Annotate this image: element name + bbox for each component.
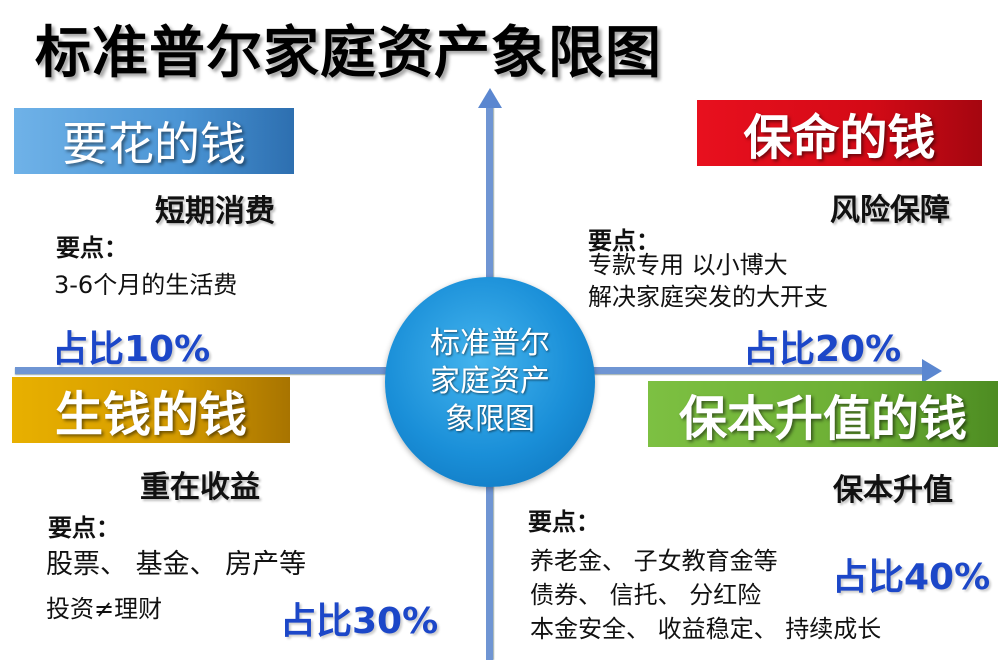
share-30: 占比30% bbox=[280, 601, 439, 642]
subtitle-risk: 风险保障 bbox=[830, 193, 950, 228]
point-text: 3-6个月的生活费 bbox=[54, 271, 238, 299]
key-points-label: 要点： bbox=[588, 227, 660, 255]
point-text: 股票、 基金、 房产等 bbox=[46, 549, 307, 580]
banner-spending-money: 要花的钱 bbox=[14, 108, 294, 174]
key-points-label: 要点： bbox=[56, 234, 128, 262]
center-line-1: 标准普尔 bbox=[430, 326, 550, 361]
banner-protection-money: 保命的钱 bbox=[697, 100, 982, 166]
subtitle-short-term: 短期消费 bbox=[155, 194, 275, 229]
point-text: 本金安全、 收益稳定、 持续成长 bbox=[530, 615, 882, 643]
banner-growth-money: 生钱的钱 bbox=[12, 377, 290, 443]
subtitle-returns: 重在收益 bbox=[140, 470, 260, 505]
subtitle-preservation: 保本升值 bbox=[833, 473, 953, 508]
share-10: 占比10% bbox=[52, 329, 211, 370]
page-title: 标准普尔家庭资产象限图 bbox=[35, 21, 662, 86]
center-line-3: 象限图 bbox=[445, 402, 535, 437]
arrow-up-icon bbox=[478, 88, 502, 108]
point-text: 债券、 信托、 分红险 bbox=[530, 581, 762, 609]
share-40: 占比40% bbox=[832, 557, 991, 598]
point-text: 专款专用 以小博大 bbox=[588, 251, 788, 279]
key-points-label: 要点： bbox=[528, 508, 600, 536]
point-text: 解决家庭突发的大开支 bbox=[588, 283, 828, 311]
center-line-2: 家庭资产 bbox=[430, 364, 550, 399]
center-circle: 标准普尔 家庭资产 象限图 bbox=[385, 277, 595, 487]
point-text: 养老金、 子女教育金等 bbox=[530, 547, 778, 575]
arrow-right-icon bbox=[922, 359, 942, 383]
key-points-label: 要点： bbox=[48, 514, 120, 542]
share-20: 占比20% bbox=[743, 329, 902, 370]
banner-preservation-money: 保本升值的钱 bbox=[648, 381, 998, 447]
point-text: 投资≠理财 bbox=[46, 595, 163, 623]
